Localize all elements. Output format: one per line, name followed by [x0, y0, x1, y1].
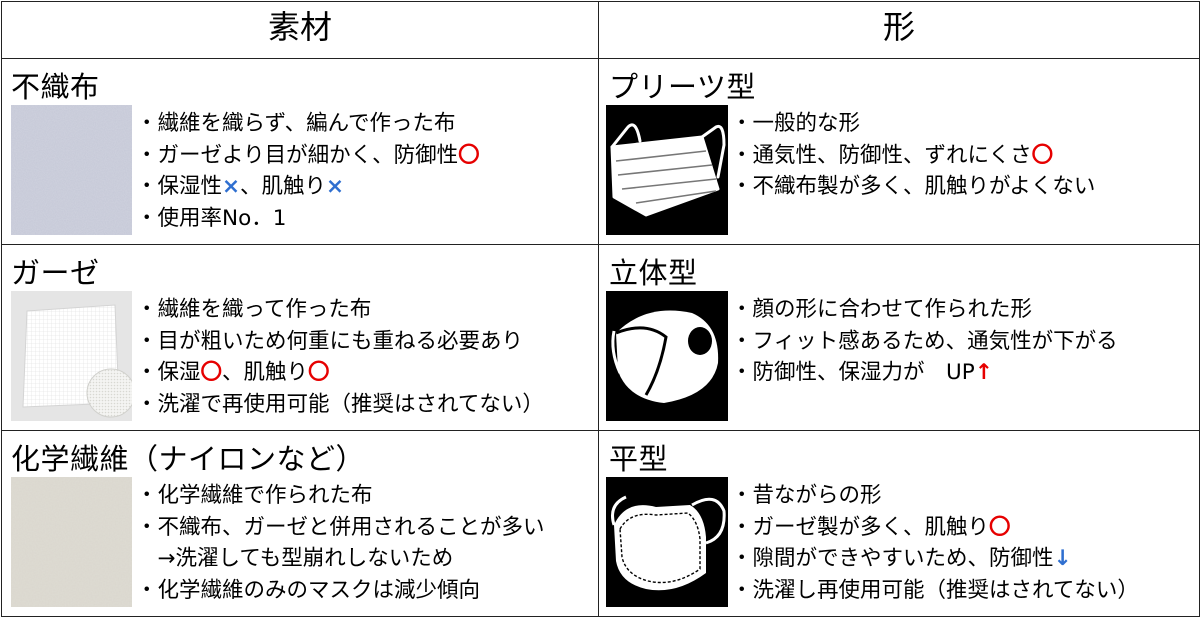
gauze-swatch: [11, 291, 136, 421]
material-row-synthetic: 化学繊維（ナイロンなど） ・化学繊維で作られた布 ・不織布、ガーゼと併用されるこ…: [0, 430, 598, 616]
bullet: ・繊維を織らず、編んで作った布: [136, 111, 456, 136]
material-title: 不織布: [11, 70, 100, 104]
bullet: ・化学繊維で作られた布: [136, 483, 373, 508]
bullet: ・化学繊維のみのマスクは減少傾向: [136, 577, 481, 603]
bullet: ・使用率No．1: [136, 205, 287, 231]
bullet: →洗濯しても型崩れしないため: [136, 546, 454, 571]
shape-cell-flat: [598, 430, 1200, 617]
material-title: ガーゼ: [11, 256, 100, 290]
bullet: ・保湿〇、肌触り〇: [136, 360, 330, 385]
material-bullets: ・化学繊維で作られた布 ・不織布、ガーゼと併用されることが多い →洗濯しても型崩…: [136, 480, 545, 606]
cross-mark-icon: ×: [222, 174, 241, 199]
circle-mark-icon: 〇: [200, 360, 223, 385]
bullet: ・繊維を織って作った布: [136, 297, 372, 322]
bullet: ・ガーゼより目が細かく、防御性〇: [136, 142, 480, 168]
synthetic-fabric-swatch: [11, 477, 132, 607]
material-title: 化学繊維（ナイロンなど）: [11, 442, 366, 476]
nonwoven-fabric-swatch: [11, 105, 132, 235]
material-bullets: ・繊維を織らず、編んで作った布 ・ガーゼより目が細かく、防御性〇 ・保湿性×、肌…: [136, 108, 480, 234]
shape-cell-3d: [598, 244, 1200, 431]
header-shape: 形: [598, 1, 1200, 59]
shape-cell-pleated: [598, 58, 1200, 245]
circle-mark-icon: 〇: [458, 142, 480, 168]
material-bullets: ・繊維を織って作った布 ・目が粗いため何重にも重ねる必要あり ・保湿〇、肌触り〇…: [136, 294, 544, 420]
material-row-nonwoven: 不織布 ・繊維を織らず、編んで作った布 ・ガーゼより目が細かく、防御性〇 ・保湿…: [0, 58, 598, 244]
bullet: ・保湿性×、肌触り×: [136, 174, 345, 199]
circle-mark-icon: 〇: [308, 360, 330, 385]
bullet: ・洗濯で再使用可能（推奨はされてない）: [136, 391, 544, 417]
bullet: ・目が粗いため何重にも重ねる必要あり: [136, 328, 524, 354]
material-row-gauze: ガーゼ ・繊維を織って作った布 ・目が粗いため何重にも重ねる必要あり ・保湿〇、…: [0, 244, 598, 430]
cross-mark-icon: ×: [326, 174, 345, 199]
bullet: ・不織布、ガーゼと併用されることが多い: [136, 514, 545, 540]
header-material: 素材: [1, 1, 599, 59]
